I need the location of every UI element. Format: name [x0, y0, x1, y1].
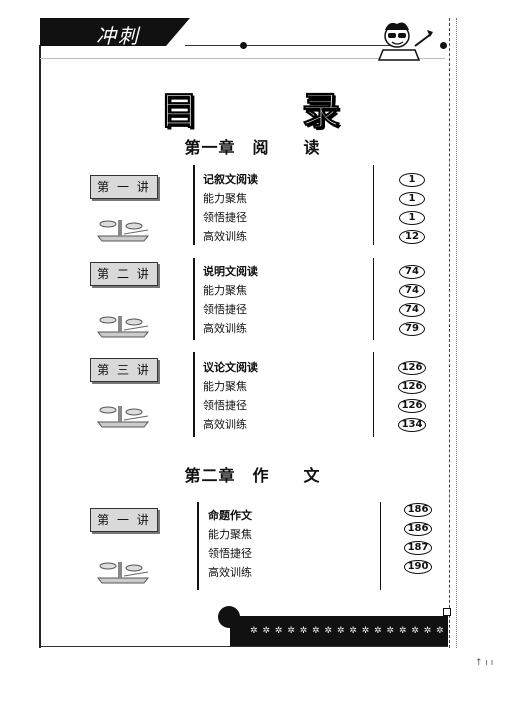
- scale-icon: [96, 562, 150, 584]
- toc-entry: 高效训练: [203, 230, 247, 243]
- section-items: 议论文阅读 能力聚焦 领悟捷径 高效训练: [203, 358, 258, 434]
- page-numbers: 1 1 1 12: [396, 170, 428, 246]
- page-numbers: 74 74 74 79: [396, 262, 428, 338]
- frame-left-line: [39, 45, 41, 648]
- page-number: 126: [397, 360, 427, 375]
- page-number: 74: [399, 264, 425, 279]
- frame-bottom-line: [40, 646, 448, 647]
- scale-icon: [96, 220, 150, 242]
- toc-entry: 领悟捷径: [203, 303, 247, 316]
- page-number: 186: [403, 502, 433, 517]
- section-divider: [193, 352, 195, 437]
- corner-mark: ↑ ı ı: [475, 658, 494, 668]
- scale-icon: [96, 406, 150, 428]
- section-divider: [193, 165, 195, 245]
- toc-entry-heading: 议论文阅读: [203, 361, 258, 374]
- page-number: 74: [399, 283, 425, 298]
- title-char-1: 目: [159, 88, 199, 134]
- toc-entry: 领悟捷径: [203, 399, 247, 412]
- page-number: 79: [399, 321, 425, 336]
- toc-entry: 领悟捷径: [208, 547, 252, 560]
- section-items: 命题作文 能力聚焦 领悟捷径 高效训练: [208, 506, 252, 582]
- toc-entry: 能力聚焦: [203, 380, 247, 393]
- toc-entry: 能力聚焦: [203, 192, 247, 205]
- frame-right-dotted-line: [456, 18, 457, 648]
- page-number: 74: [399, 302, 425, 317]
- toc-entry-heading: 命题作文: [208, 509, 252, 522]
- section-label: 第 三 讲: [90, 358, 158, 382]
- page-column-divider: [373, 258, 374, 340]
- page-number: 187: [403, 540, 433, 555]
- page-number: 126: [397, 379, 427, 394]
- section-items: 记叙文阅读 能力聚焦 领悟捷径 高效训练: [203, 170, 258, 246]
- toc-entry: 能力聚焦: [208, 528, 252, 541]
- toc-entry: 高效训练: [203, 322, 247, 335]
- frame-right-dashed-line: [449, 18, 450, 648]
- toc-entry: 领悟捷径: [203, 211, 247, 224]
- frame-top-line: [185, 45, 390, 46]
- page-column-divider: [380, 502, 381, 590]
- page-title: 目 录: [159, 80, 340, 135]
- page-number: 1: [399, 172, 425, 187]
- title-char-2: 录: [301, 88, 340, 134]
- frame-top-thin-line: [40, 58, 445, 59]
- frame-dot-icon: [440, 42, 447, 49]
- section-label: 第 二 讲: [90, 262, 158, 286]
- footer-bar: ✲ ✲ ✲ ✲ ✲ ✲ ✲ ✲ ✲ ✲ ✲ ✲ ✲ ✲ ✲ ✲ ✲ ✲ ✲: [230, 616, 448, 646]
- page-number: 186: [403, 521, 433, 536]
- chapter-title: 第二章 作 文: [184, 466, 321, 485]
- page-number: 1: [399, 191, 425, 206]
- mascot-icon: [377, 22, 433, 61]
- scale-icon: [96, 316, 150, 338]
- section-items: 说明文阅读 能力聚焦 领悟捷径 高效训练: [203, 262, 258, 338]
- banner-text: 冲刺: [96, 24, 140, 48]
- page-number: 134: [397, 417, 427, 432]
- page-number: 1: [399, 210, 425, 225]
- page-number: 126: [397, 398, 427, 413]
- toc-entry-heading: 说明文阅读: [203, 265, 258, 278]
- toc-entry: 高效训练: [208, 566, 252, 579]
- frame-dot-icon: [240, 42, 247, 49]
- page-column-divider: [373, 352, 374, 437]
- section-divider: [197, 502, 199, 590]
- chapter-title: 第一章 阅 读: [184, 138, 321, 157]
- toc-entry: 能力聚焦: [203, 284, 247, 297]
- toc-entry-heading: 记叙文阅读: [203, 173, 258, 186]
- section-label: 第 一 讲: [90, 175, 158, 199]
- page-numbers: 186 186 187 190: [402, 500, 434, 576]
- page-numbers: 126 126 126 134: [396, 358, 428, 434]
- footer-square-icon: [443, 608, 451, 616]
- section-divider: [193, 258, 195, 340]
- toc-entry: 高效训练: [203, 418, 247, 431]
- section-label: 第 一 讲: [90, 508, 158, 532]
- page-number: 12: [399, 229, 425, 244]
- header-banner: [40, 18, 190, 46]
- footer-circle-icon: [218, 606, 240, 628]
- page-column-divider: [373, 165, 374, 245]
- page-number: 190: [403, 559, 433, 574]
